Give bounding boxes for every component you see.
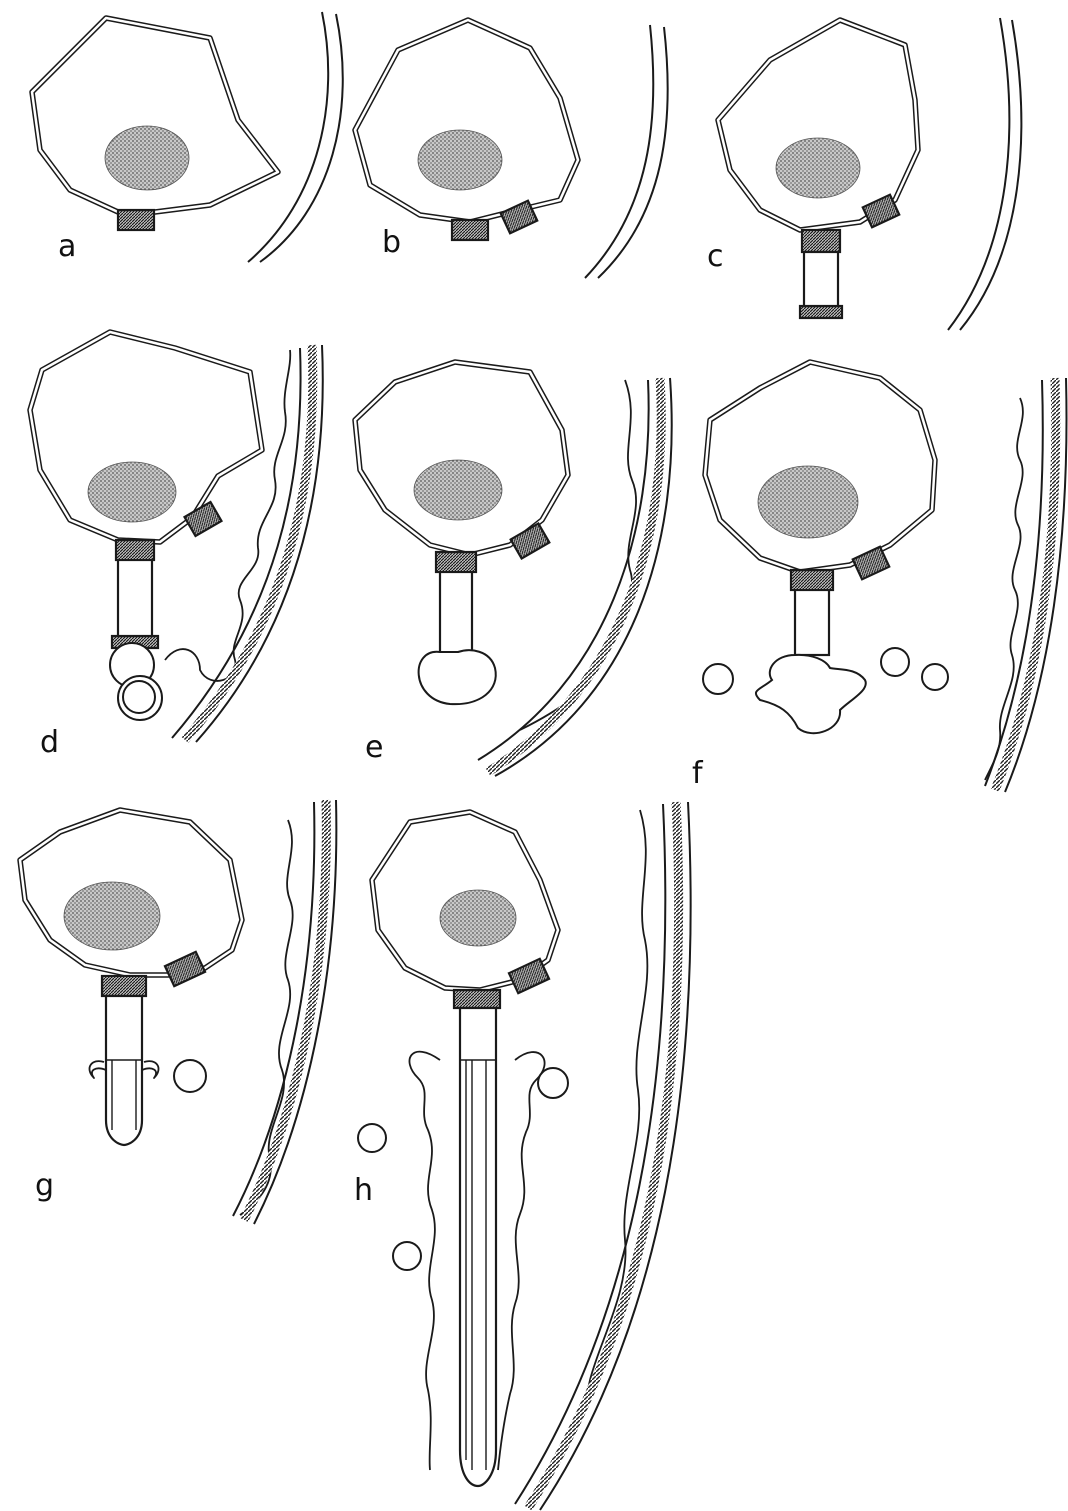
germ-tube — [118, 558, 152, 642]
host-wall — [948, 18, 1009, 330]
tube-tip — [800, 306, 842, 318]
panel-label-b: b — [382, 225, 401, 260]
germ-tube — [440, 568, 472, 654]
host-wall — [585, 25, 653, 278]
germ-tube — [804, 248, 838, 312]
panel-label-c: c — [707, 239, 724, 274]
vesicle — [703, 664, 733, 694]
germ-pore — [102, 976, 146, 996]
panel-h — [358, 802, 691, 1510]
germ-pore — [791, 570, 833, 590]
germ-pore — [118, 210, 154, 230]
germ-pore — [116, 540, 154, 560]
panel-label-g: g — [35, 1168, 54, 1203]
panel-f — [703, 362, 1066, 792]
panel-label-h: h — [354, 1173, 373, 1208]
host-wall — [248, 12, 328, 262]
panel-d — [30, 332, 323, 742]
vesicle — [393, 1242, 421, 1270]
germ-tube — [795, 585, 829, 655]
vesicle — [123, 681, 155, 713]
panel-g — [20, 800, 336, 1224]
nucleus — [776, 138, 860, 198]
germ-pore — [454, 990, 500, 1008]
panel-label-e: e — [365, 730, 383, 765]
nucleus — [440, 890, 516, 946]
host-membrane — [240, 820, 293, 1215]
panel-label-d: d — [40, 725, 59, 760]
nucleus — [105, 126, 189, 190]
germ-pore — [452, 220, 488, 240]
nucleus — [414, 460, 502, 520]
panel-a — [32, 12, 343, 262]
nucleus — [88, 462, 176, 522]
nucleus — [64, 882, 160, 950]
vesicle — [174, 1060, 206, 1092]
nucleus — [418, 130, 502, 190]
appressorium-collar — [89, 1061, 106, 1078]
panel-b — [355, 20, 668, 278]
vesicle — [358, 1124, 386, 1152]
vesicle — [881, 648, 909, 676]
vesicle — [538, 1068, 568, 1098]
panel-label-f: f — [692, 756, 704, 791]
panel-e — [355, 362, 672, 776]
germ-pore — [802, 230, 840, 252]
appressorium — [419, 650, 496, 704]
vesicle — [922, 664, 948, 690]
appressorium — [756, 655, 866, 733]
germ-pore — [436, 552, 476, 572]
spore-cell — [355, 20, 578, 222]
nucleus — [758, 466, 858, 538]
panel-c — [718, 18, 1021, 330]
panel-label-a: a — [58, 229, 76, 264]
